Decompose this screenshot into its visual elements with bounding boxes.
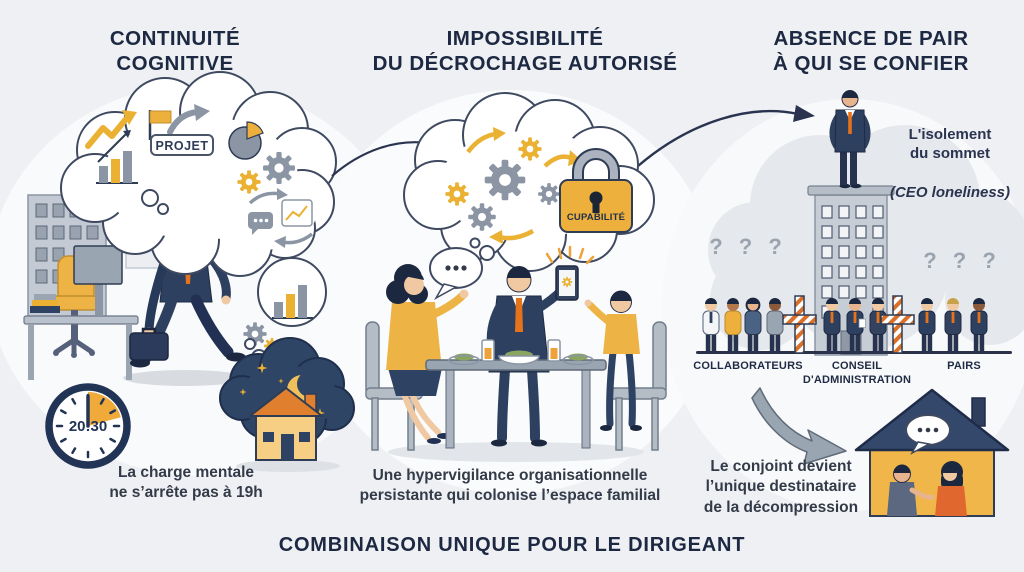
growth-arrow-icon [85, 110, 137, 149]
pie-chart-icon [228, 121, 264, 160]
collaborators-group [702, 297, 784, 353]
briefcase-icon [129, 327, 169, 361]
bottom-title: COMBINAISON UNIQUE POUR LE DIRIGEANT [278, 534, 746, 556]
cycle-arrows-icon [466, 127, 582, 244]
lock-icon [559, 148, 633, 233]
child-figure [584, 290, 642, 431]
summit-note: L'isolement du sommet (CEO loneliness) [880, 105, 1020, 222]
bar-chart-icon [96, 130, 138, 184]
desk-icon [23, 315, 139, 380]
barrier-icon [880, 295, 915, 354]
home-icon [249, 387, 323, 461]
gear-icon [263, 152, 295, 184]
gear-icon [538, 183, 560, 205]
night-cloud-icon [219, 337, 355, 461]
couple-home-icon [854, 388, 1010, 517]
group-label-collaborateurs: COLLABORATEURS [693, 360, 803, 372]
salad-bowl-icon [448, 350, 594, 366]
gear-icon [518, 137, 542, 161]
speech-bubble-icon [905, 414, 951, 455]
panel-continuite-scene [23, 71, 355, 472]
figure-shadow [123, 370, 247, 386]
father-figure [486, 245, 595, 447]
summit-note-text: L'isolement du sommet [908, 125, 992, 163]
gear-icon [445, 182, 469, 206]
thought-trail-bubbles [469, 237, 495, 261]
panel-title-absence-pair: ABSENCE DE PAIR À QUI SE CONFIER [773, 27, 969, 76]
chair-icon [609, 321, 667, 451]
monitor-icon [73, 245, 123, 316]
cycle-arrows-icon [248, 188, 314, 248]
books-icon [30, 294, 60, 313]
flag-icon [148, 110, 172, 140]
clock-icon [45, 383, 131, 469]
speech-bubble-icon [429, 247, 483, 300]
ceo-figure [829, 90, 871, 189]
mother-figure [386, 264, 469, 444]
question-marks-collaborators: ? ? ? [709, 234, 787, 259]
barrier-icon [782, 295, 817, 354]
gears-thought-cloud [403, 92, 655, 272]
clock-time-label: 20:30 [68, 418, 108, 435]
thought-bubble-chart [243, 257, 327, 354]
projet-label: PROJET [150, 134, 214, 156]
caption-conjoint: Le conjoint devient l’unique destinatair… [703, 458, 859, 516]
summit-note-italic: (CEO loneliness) [889, 184, 1011, 201]
panel-isolement-scene [696, 90, 1012, 517]
connector-line-1 [331, 141, 429, 177]
panel-title-decrochage: IMPOSSIBILITÉ DU DÉCROCHAGE AUTORISÉ [372, 27, 678, 76]
curved-arrow-icon [167, 104, 210, 135]
caption-decrochage: Une hypervigilance organisationnelle per… [359, 467, 661, 505]
orange-tie [515, 298, 523, 332]
gear-icon [468, 203, 496, 231]
panel-decrochage-scene [365, 92, 667, 462]
peers-group [918, 298, 988, 353]
husband-figure [887, 464, 935, 516]
house-shadow [236, 460, 340, 472]
down-arrow-icon [751, 387, 847, 465]
gear-icon [237, 170, 261, 194]
gear-icon [484, 159, 526, 201]
group-label-pairs: PAIRS [947, 360, 981, 372]
scene-shadow [388, 442, 644, 462]
speech-bubble-icon [248, 212, 273, 235]
mini-chart-icon [281, 199, 313, 227]
group-label-conseil: CONSEIL D'ADMINISTRATION [802, 360, 912, 386]
caption-continuite: La charge mentale ne s’arrête pas à 19h [109, 464, 263, 502]
question-marks-peers: ? ? ? [923, 248, 1001, 273]
lock-label: CUPABILITÉ [566, 212, 626, 223]
drink-glass-icon [481, 339, 561, 362]
dinner-table-icon [425, 339, 607, 449]
tablet-icon [545, 245, 595, 301]
wife-figure [935, 461, 967, 516]
panel-title-continuite: CONTINUITÉ COGNITIVE [109, 27, 241, 76]
connector-arrow-2 [637, 105, 815, 167]
orange-tie [848, 112, 852, 134]
